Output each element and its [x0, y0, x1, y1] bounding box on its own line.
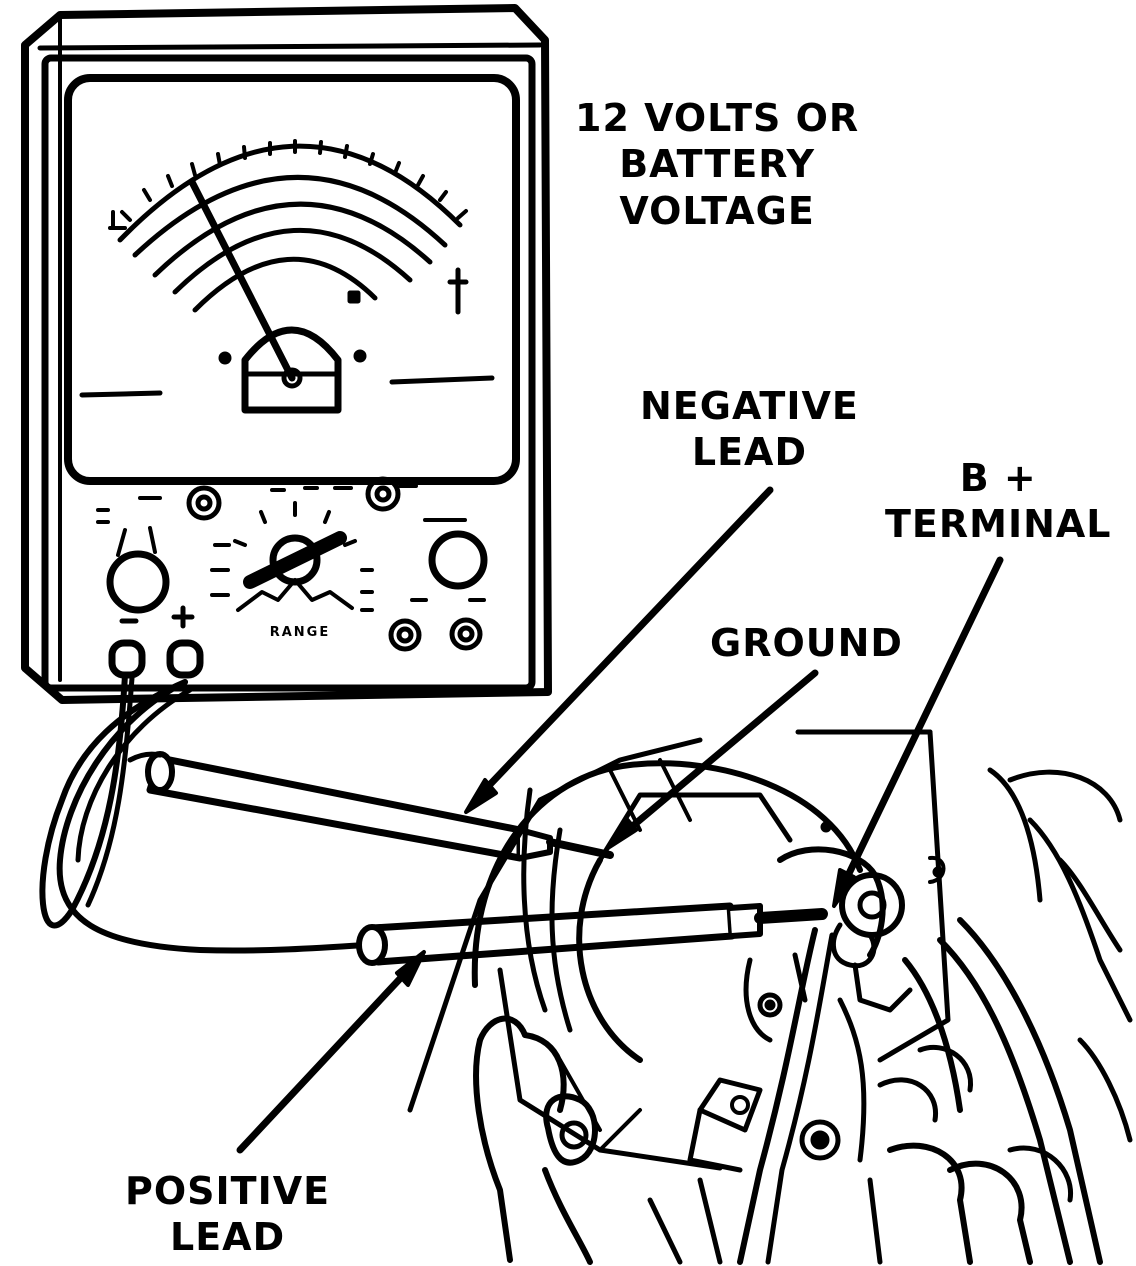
positive-lead-callout-line-2: LEAD — [169, 1215, 286, 1260]
negative-lead-callout-line-2: LEAD — [691, 430, 807, 475]
arrow-ground — [618, 669, 819, 839]
negative-lead-callout: NEGATIVE LEAD — [640, 383, 859, 476]
ground-callout-line-1: GROUND — [710, 621, 903, 665]
meter-controls — [96, 476, 488, 679]
voltage-callout-line-3: VOLTAGE — [619, 188, 815, 233]
range-label: RANGE — [270, 625, 331, 640]
positive-lead-callout: POSITIVE LEAD — [125, 1168, 330, 1261]
arrow-positive-lead — [236, 964, 414, 1154]
arrow-b-plus-terminal — [838, 556, 1004, 892]
voltage-callout-line-1: 12 VOLTS OR — [575, 96, 860, 140]
positive-probe — [356, 902, 828, 966]
negative-probe — [127, 751, 614, 862]
b-plus-terminal-callout-line-1: B + — [959, 456, 1037, 500]
negative-lead-callout-line-1: NEGATIVE — [640, 384, 859, 428]
pointer-arrows — [236, 486, 1004, 1154]
alternator-assembly — [407, 729, 1133, 1265]
voltage-callout: 12 VOLTS OR BATTERY VOLTAGE — [575, 95, 859, 234]
ground-callout: GROUND — [710, 620, 903, 666]
arrow-negative-lead — [476, 486, 774, 799]
b-plus-terminal-callout: B + TERMINAL — [885, 455, 1112, 548]
b-plus-terminal-callout-line-2: TERMINAL — [885, 502, 1112, 547]
multimeter: RANGE — [21, 4, 552, 704]
voltage-callout-line-2: BATTERY — [619, 142, 815, 187]
meter-needle — [79, 178, 495, 414]
test-leads — [39, 672, 828, 966]
meter-scale — [108, 139, 469, 315]
positive-lead-callout-line-1: POSITIVE — [125, 1169, 331, 1213]
